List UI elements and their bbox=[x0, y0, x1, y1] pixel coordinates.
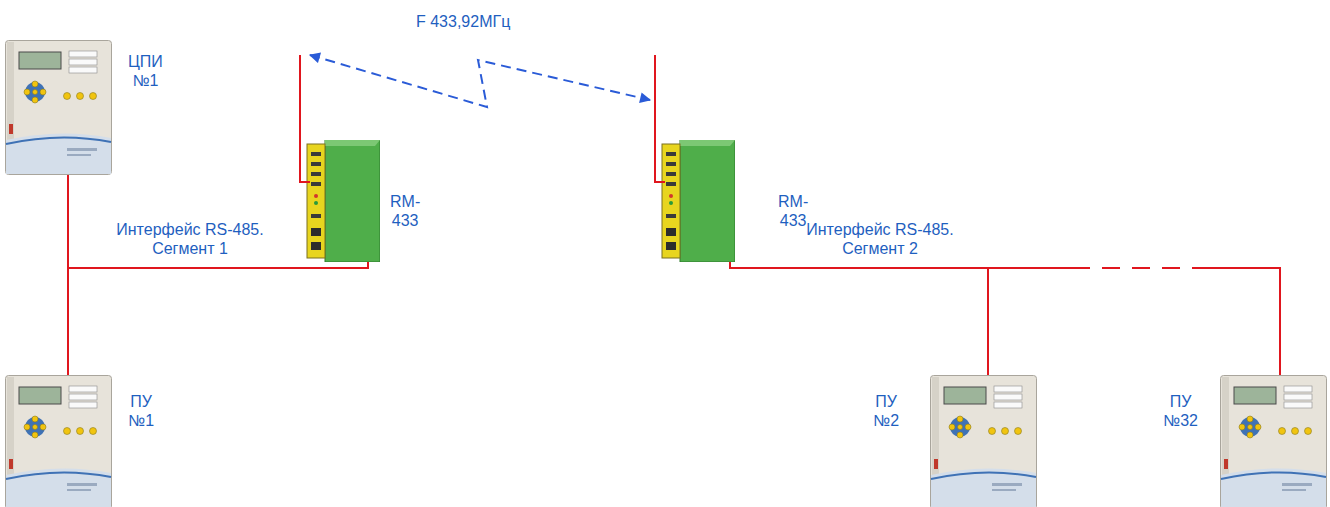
control-panel-photo bbox=[6, 376, 112, 507]
control-panel: ПУ №1 bbox=[5, 375, 180, 507]
antenna bbox=[655, 55, 665, 182]
device-label: ЦПИ №1 bbox=[128, 52, 163, 90]
control-panel-photo bbox=[1221, 376, 1327, 507]
device-label: RM-433 bbox=[778, 192, 808, 230]
central-unit: ЦПИ №1 bbox=[5, 40, 180, 175]
device-label: ПУ №32 bbox=[1163, 392, 1198, 430]
segment-label: Интерфейс RS-485. Сегмент 1 bbox=[105, 220, 275, 258]
segment-label: Интерфейс RS-485. Сегмент 2 bbox=[795, 220, 965, 258]
control-panel: ПУ №2 bbox=[868, 375, 1040, 507]
rs485-wire bbox=[730, 262, 1280, 375]
device-label: RM-433 bbox=[390, 192, 420, 230]
antenna bbox=[300, 55, 310, 182]
connector-line bbox=[730, 262, 988, 375]
rs485-wire bbox=[68, 175, 368, 268]
dashed-wire bbox=[1072, 267, 1198, 269]
device-label: ПУ №1 bbox=[128, 392, 154, 430]
frequency-label: F 433,92МГц bbox=[413, 12, 513, 31]
control-panel-photo bbox=[6, 41, 112, 175]
device-label: ПУ №2 bbox=[873, 392, 899, 430]
rs485-wire bbox=[68, 262, 368, 375]
connector-line bbox=[310, 55, 650, 107]
connector-line bbox=[68, 262, 368, 375]
connector-line bbox=[730, 262, 1280, 375]
radio-link bbox=[310, 55, 650, 107]
radio-module-photo bbox=[662, 140, 735, 262]
rs485-wire bbox=[730, 262, 988, 375]
control-panel: ПУ №32 bbox=[1160, 375, 1325, 507]
gap-mask bbox=[1072, 266, 1198, 271]
connector-line bbox=[68, 175, 368, 268]
control-panel-photo bbox=[931, 376, 1037, 507]
radio-module-photo bbox=[307, 140, 380, 262]
radio-modem: RM-433 bbox=[296, 55, 476, 262]
